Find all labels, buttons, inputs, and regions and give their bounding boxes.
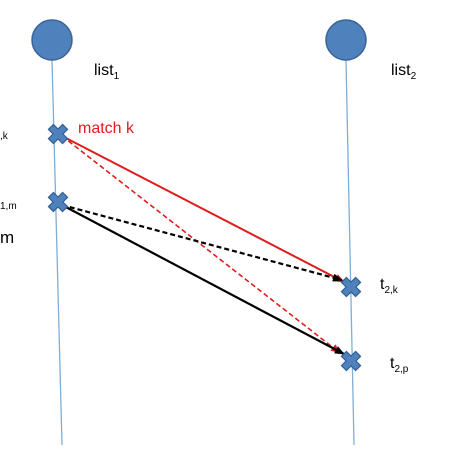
event-cross-left-m <box>47 191 69 213</box>
list1-label-sub: 1 <box>113 71 120 82</box>
match-k-label: match k <box>78 120 135 137</box>
timeline-right <box>345 59 355 446</box>
list1-node <box>31 19 73 61</box>
right-k-label: t2,k <box>380 276 398 296</box>
right-p-label-main: t <box>390 355 395 372</box>
left-cut-text: m <box>0 228 15 247</box>
list2-label: list2 <box>391 62 417 82</box>
list1-label: list1 <box>94 62 120 82</box>
right-k-label-main: t <box>380 276 385 293</box>
right-p-label: t2,p <box>390 355 409 375</box>
event-cross-left-k <box>47 123 69 145</box>
left-m-label: 1,m <box>0 193 17 212</box>
arrow-m-solid <box>61 204 345 355</box>
right-p-label-sub: 2,p <box>394 364 409 375</box>
left-m-label-sub: 1,m <box>0 201 17 212</box>
left-k-label: ,k <box>0 123 8 142</box>
arrow-match-k-solid <box>61 135 345 283</box>
arrow-match-k-dashed <box>61 135 341 354</box>
list2-label-sub: 2 <box>410 71 417 82</box>
timeline-left <box>51 59 63 446</box>
event-cross-right-p <box>340 350 362 372</box>
arrow-m-dashed <box>61 203 343 282</box>
event-cross-right-k <box>340 276 362 298</box>
list2-node <box>325 19 367 61</box>
left-k-label-sub: ,k <box>0 131 8 142</box>
list2-label-main: list <box>391 62 411 79</box>
right-k-label-sub: 2,k <box>384 285 398 296</box>
list1-label-main: list <box>94 62 114 79</box>
